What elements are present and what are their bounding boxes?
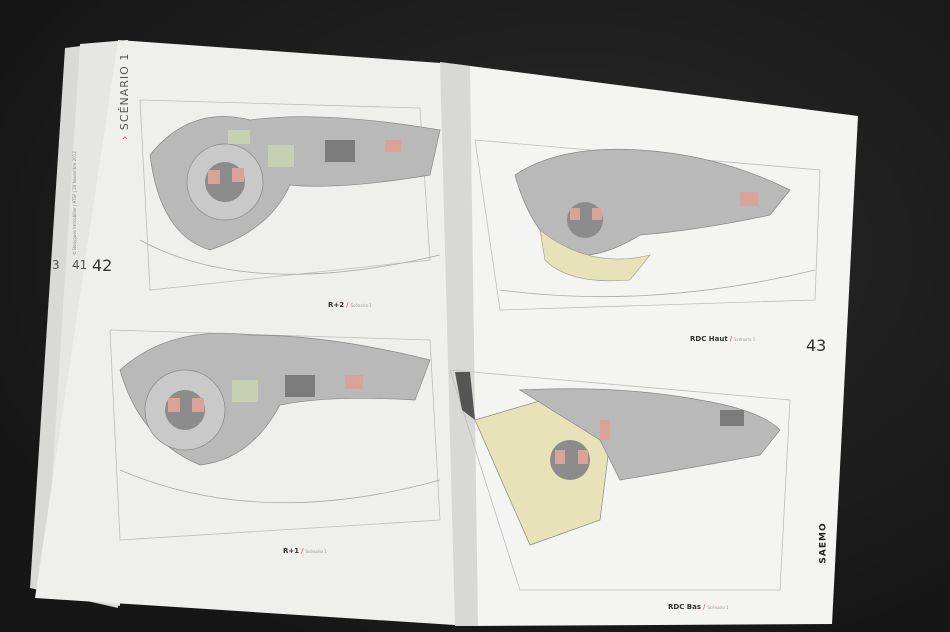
plan-label-r2: R+2/Scénario 1 — [328, 301, 372, 309]
gutter-shadow — [440, 62, 478, 626]
plan-r2 — [139, 99, 441, 291]
section-title-text: SCÉNARIO 1 — [118, 52, 131, 131]
side-credit: © Bouygues Immobilier | ATSP | 20 Novemb… — [72, 151, 77, 255]
left-page-number: 42 — [92, 256, 113, 275]
plan-r1 — [109, 329, 441, 541]
prev-page-number-1: 3 — [52, 258, 60, 272]
plan-rdc-haut-subtitle: Scénario 1 — [734, 337, 756, 342]
plan-rdc-haut — [474, 139, 821, 311]
plan-label-rdc-bas: RDC Bas/Scénario 1 — [668, 603, 729, 611]
plan-rdc-bas-subtitle: Scénario 1 — [707, 605, 729, 610]
plan-rdc-haut-title: RDC Haut — [690, 335, 728, 343]
plan-rdc-bas — [449, 369, 791, 591]
plan-r2-title: R+2 — [328, 301, 345, 309]
plan-rdc-bas-title: RDC Bas — [668, 603, 702, 611]
right-page-number: 43 — [806, 336, 827, 355]
plan-r1-title: R+1 — [283, 547, 300, 555]
plan-r1-subtitle: Scénario 1 — [305, 549, 327, 554]
section-title: › SCÉNARIO 1 — [118, 52, 131, 140]
plan-label-r1: R+1/Scénario 1 — [283, 547, 327, 555]
saemo-logo: SAEMO — [818, 522, 829, 564]
plan-r2-subtitle: Scénario 1 — [350, 303, 372, 308]
prev-page-number-2: 41 — [72, 258, 88, 272]
right-page — [455, 64, 858, 626]
plan-label-rdc-haut: RDC Haut/Scénario 1 — [690, 335, 756, 343]
